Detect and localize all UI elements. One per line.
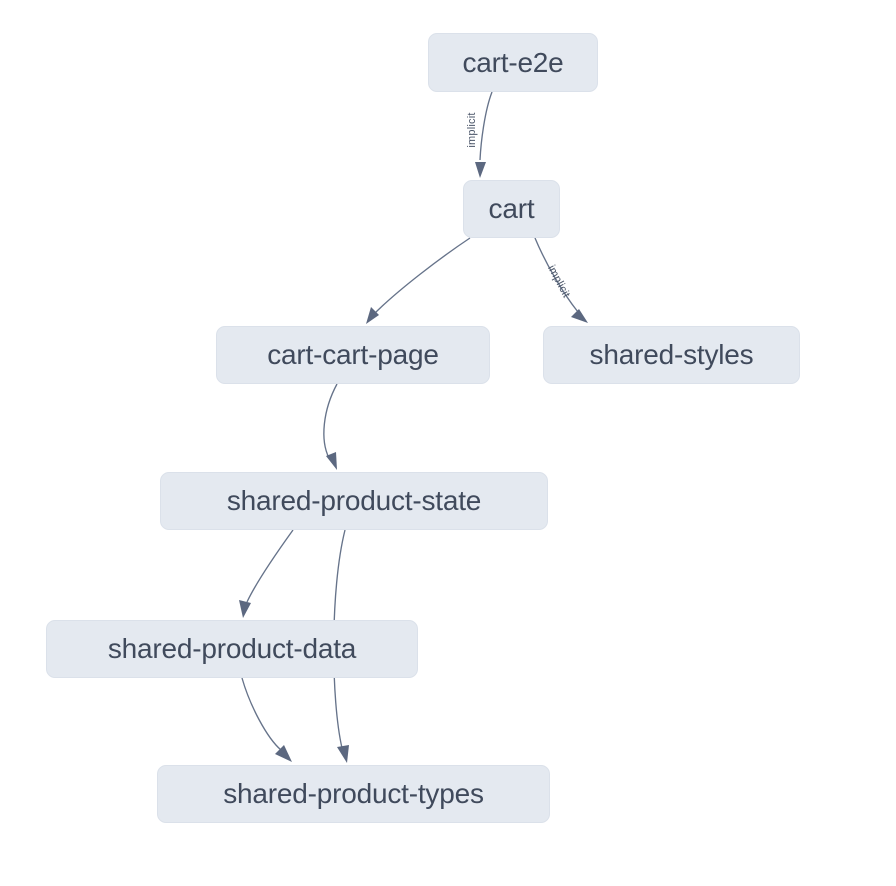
edge-arrowhead — [571, 309, 588, 323]
edge-label-implicit-shared-styles: implicit — [545, 263, 572, 300]
edge-cart-e2e-to-cart: implicit — [466, 91, 493, 178]
node-label: shared-product-data — [107, 633, 357, 664]
edge-arrowhead — [275, 745, 292, 762]
node-cart-cart-page[interactable]: cart-cart-page — [216, 326, 490, 384]
node-shared-styles[interactable]: shared-styles — [543, 326, 800, 384]
node-label: cart — [488, 193, 535, 224]
edge-path — [241, 677, 282, 751]
edge-arrowhead — [366, 307, 379, 324]
node-label: cart-e2e — [462, 46, 564, 78]
node-label: shared-styles — [589, 339, 754, 370]
edge-path — [373, 237, 471, 315]
edge-path — [479, 91, 493, 161]
node-shared-product-data[interactable]: shared-product-data — [46, 620, 418, 678]
node-label: shared-product-state — [226, 485, 482, 516]
edge-shared-product-data-to-shared-product-types — [241, 677, 292, 762]
node-label: shared-product-types — [223, 778, 484, 809]
node-cart-e2e[interactable]: cart-e2e — [428, 33, 598, 92]
node-label: cart-cart-page — [267, 339, 439, 370]
node-shared-product-state[interactable]: shared-product-state — [160, 472, 548, 530]
edge-shared-product-state-to-shared-product-data — [239, 529, 294, 618]
edge-arrowhead — [475, 162, 486, 178]
edge-cart-cart-page-to-shared-product-state — [323, 383, 338, 470]
edge-cart-to-shared-styles: implicit — [534, 237, 588, 323]
edge-path — [534, 237, 579, 313]
edge-arrowhead — [337, 745, 349, 763]
edge-arrowhead — [239, 600, 251, 618]
edge-label-implicit-cart: implicit — [466, 112, 478, 147]
node-cart[interactable]: cart — [463, 180, 560, 238]
edge-path — [323, 383, 338, 459]
edge-path — [246, 529, 294, 603]
edge-arrowhead — [326, 452, 337, 470]
node-shared-product-types[interactable]: shared-product-types — [157, 765, 550, 823]
edge-cart-to-cart-cart-page — [366, 237, 471, 324]
